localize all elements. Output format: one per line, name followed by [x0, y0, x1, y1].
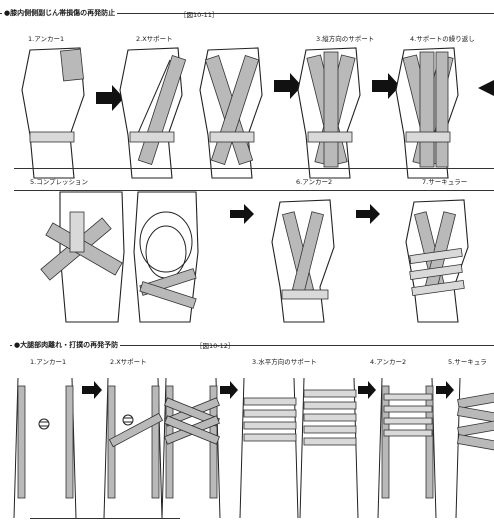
leg-illustration-2: [120, 48, 186, 178]
leg-illustration-7: [134, 192, 198, 322]
thigh-taping-row: [0, 368, 494, 518]
step-label-anchor2: 6.アンカー2: [296, 176, 332, 186]
leg-illustration-3: [200, 48, 262, 178]
bottom-rule: [30, 518, 180, 519]
left-arrow-icon: [478, 80, 494, 96]
knee-taping-row1: [0, 40, 494, 180]
step2-label-horizontal-support: 3.水平方向のサポート: [252, 356, 317, 366]
thigh-illustration-2: [104, 378, 163, 518]
bruise-mark-icon: [123, 415, 133, 425]
step2-label-anchor2: 4.アンカー2: [370, 356, 406, 366]
right-arrow-icon: [356, 204, 380, 224]
section2-title: ●大腿部肉離れ・打撲の再発予防: [12, 340, 120, 350]
step2-label-anchor1: 1.アンカー1: [30, 356, 66, 366]
right-arrow-icon: [82, 381, 102, 399]
thigh-illustration-5: [300, 378, 358, 518]
step2-label-circular: 5.サーキュラ: [448, 356, 487, 366]
right-arrow-icon: [274, 73, 302, 99]
right-arrow-icon: [230, 204, 254, 224]
right-arrow-icon: [372, 73, 400, 99]
step2-label-x-support: 2.Xサポート: [110, 356, 147, 366]
row2-rule-bottom: [14, 190, 494, 191]
leg-illustration-5: [396, 48, 458, 178]
right-arrow-icon: [358, 381, 376, 399]
thigh-illustration-3: [162, 378, 220, 518]
leg-illustration-8: [272, 200, 334, 322]
knee-taping-row2: [0, 192, 494, 324]
leg-illustration-4: [298, 48, 360, 178]
leg-illustration-6: [41, 192, 124, 322]
thigh-illustration-1: [14, 378, 76, 518]
thigh-illustration-4: [240, 378, 298, 518]
section1-figure-number: ［図10-11］: [180, 9, 218, 19]
thigh-illustration-6: [378, 378, 436, 518]
bruise-mark-icon: [39, 419, 49, 429]
thigh-illustration-7: [456, 378, 494, 518]
step-label-compression: 5.コンプレッション: [30, 176, 88, 186]
section1-title: ●膝内側側副じん帯損傷の再発防止: [2, 8, 117, 18]
step-label-circular: 7.サーキュラー: [422, 176, 467, 186]
right-arrow-icon: [436, 381, 454, 399]
leg-illustration-9: [406, 200, 468, 322]
section2-figure-number: ［図10-12］: [196, 340, 234, 350]
row2-rule-top: [14, 168, 494, 169]
leg-illustration-1: [22, 48, 84, 178]
right-arrow-icon: [220, 381, 238, 399]
